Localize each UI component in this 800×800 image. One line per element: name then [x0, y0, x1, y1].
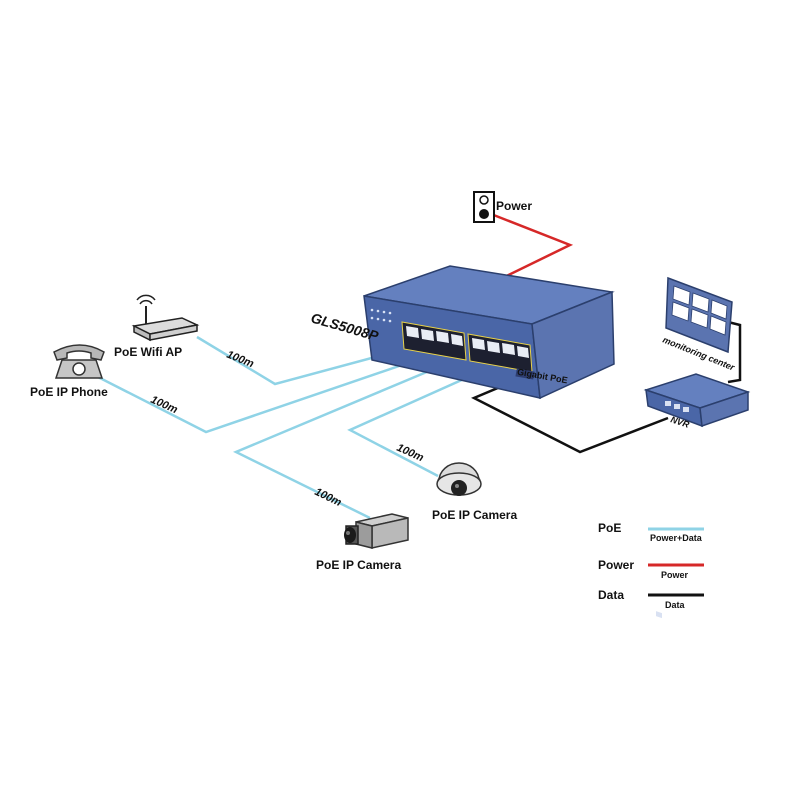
distance-ip-phone: 100m: [149, 394, 180, 416]
poe-line-ip-phone: [95, 350, 441, 434]
legend-power-sub: Power: [661, 570, 689, 580]
wifi-router-icon: [131, 294, 200, 342]
wifi-ap-label: PoE Wifi AP: [114, 345, 182, 359]
power-line: [485, 210, 574, 287]
nvr-icon: [643, 373, 751, 619]
switch-led-icons: [370, 308, 392, 323]
telephone-icon: [53, 344, 105, 379]
power-outlet-label: Power: [496, 199, 532, 213]
legend-data-label: Data: [598, 588, 624, 602]
poe-switch: Gigabit PoE: [363, 265, 615, 400]
power-outlet-icon: [473, 191, 495, 223]
dome-camera-icon: [436, 462, 482, 496]
box-camera-label: PoE IP Camera: [316, 558, 401, 572]
legend-power-label: Power: [598, 558, 634, 572]
switch-ports: [401, 321, 533, 373]
legend-poe-label: PoE: [598, 521, 621, 535]
dome-camera-label: PoE IP Camera: [432, 508, 517, 522]
monitor-wall-icon: [665, 276, 733, 354]
legend-poe-sub: Power+Data: [650, 533, 703, 543]
ip-phone-label: PoE IP Phone: [30, 385, 108, 399]
data-line-switch-nvr: [471, 380, 669, 454]
distance-box-camera: 100m: [313, 486, 344, 509]
legend-data-sub: Data: [665, 600, 686, 610]
distance-wifi-ap: 100m: [225, 349, 256, 371]
poe-line-box-camera: [232, 356, 461, 520]
poe-line-dome-camera: [347, 368, 485, 478]
box-camera-icon: [344, 513, 409, 549]
legend: PoE Power+Data Power Power Data Data: [598, 521, 704, 610]
